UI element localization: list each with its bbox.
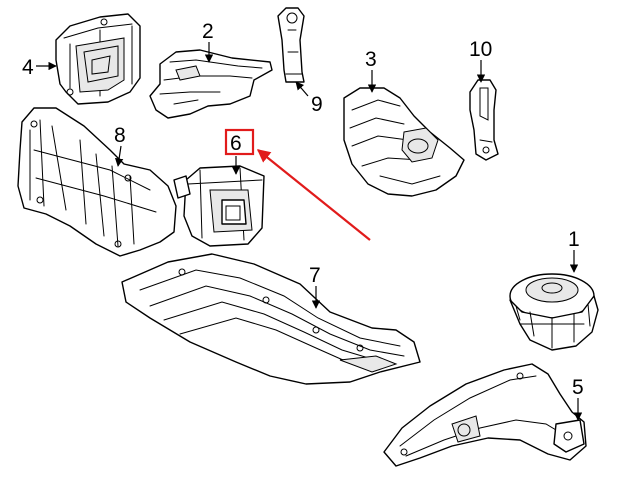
callout-2: 2 [202,20,214,43]
callout-7: 7 [309,264,321,287]
part-5-bracket[interactable] [383,363,587,467]
part-2-heat-shield[interactable] [149,49,273,119]
part-7-crossmember[interactable] [121,253,421,385]
part-1-mount[interactable] [509,273,599,351]
part-6-mount[interactable] [173,165,265,247]
callout-4: 4 [22,56,34,79]
part-4-bracket[interactable] [55,13,141,105]
part-8-bracket[interactable] [17,107,177,257]
callout-1: 1 [568,228,580,251]
callout-5: 5 [572,376,584,399]
part-3-mount[interactable] [343,87,465,197]
leader-lines [36,42,583,421]
callout-3: 3 [365,48,377,71]
callout-8: 8 [114,124,126,147]
part-10-strap[interactable] [469,79,499,161]
highlight-arrow [256,149,371,241]
callout-9: 9 [311,93,323,116]
callout-6: 6 [230,132,242,155]
callout-10: 10 [469,38,492,61]
part-9-strap[interactable] [277,7,305,83]
highlight-box [224,128,255,156]
